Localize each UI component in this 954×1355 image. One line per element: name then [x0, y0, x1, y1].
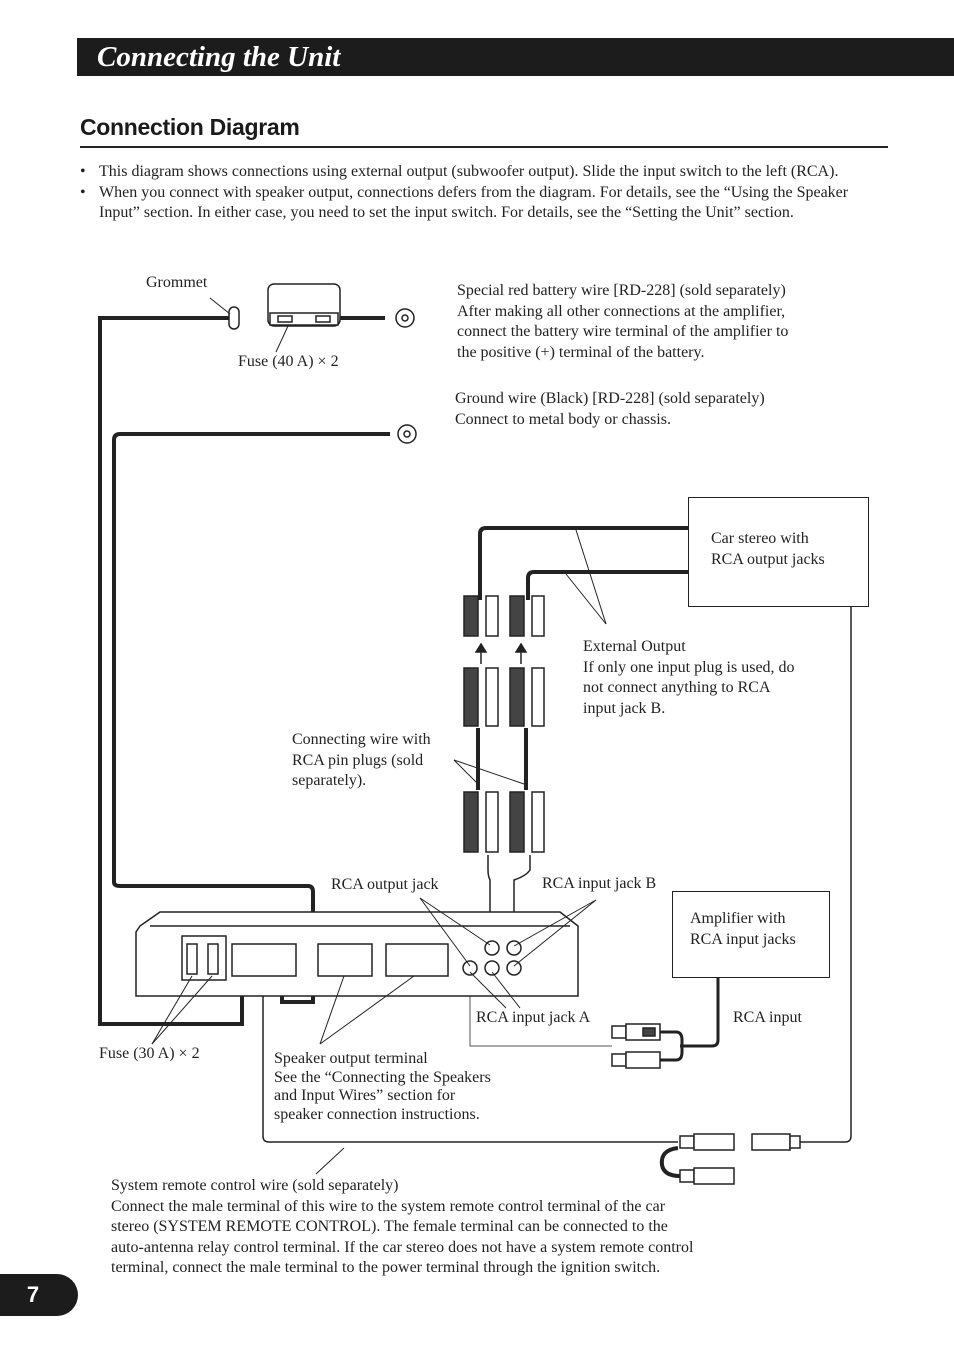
bullet-symbol: •	[80, 183, 86, 201]
note-line: stereo (SYSTEM REMOTE CONTROL). The fema…	[111, 1218, 668, 1235]
battery-wire-note: Special red battery wire [RD-228] (sold …	[457, 281, 788, 363]
ground-wire-note: Ground wire (Black) [RD-228] (sold separ…	[455, 389, 765, 430]
rca-cable-to-jack-a	[487, 855, 491, 935]
note-line: auto-antenna relay control terminal. If …	[111, 1238, 694, 1256]
bullet-item: • When you connect with speaker output, c…	[80, 183, 888, 224]
page-number-tab: 7	[0, 1274, 78, 1316]
external-output-note: External Output If only one input plug i…	[583, 637, 795, 719]
note-line: speaker connection instructions.	[274, 1105, 480, 1123]
note-line: Special red battery wire [RD-228] (sold …	[457, 282, 786, 299]
page-number: 7	[26, 1282, 40, 1307]
remote-female-lead	[659, 1146, 681, 1178]
note-line: input jack B.	[583, 699, 666, 717]
note-line: Amplifier with	[690, 910, 786, 927]
rca-plugs-bottom	[463, 791, 545, 853]
ground-wire	[112, 432, 390, 1004]
section-title: Connection Diagram	[80, 114, 300, 140]
battery-ring-terminal	[395, 308, 415, 328]
ground-ring-terminal	[397, 424, 417, 444]
note-line: RCA input jacks	[690, 930, 796, 948]
amp-rca-cable	[680, 978, 720, 1048]
amp-rca-plugs	[611, 1023, 684, 1069]
rca-output-jack-label: RCA output jack	[331, 876, 439, 893]
note-line: After making all other connections at th…	[457, 302, 786, 320]
note-line: If only one input plug is used, do	[583, 658, 795, 676]
grommet-icon	[228, 306, 240, 330]
jack-a-guide	[469, 985, 612, 1047]
intro-bullet-list: • This diagram shows connections using ex…	[80, 162, 888, 224]
note-line: Ground wire (Black) [RD-228] (sold separ…	[455, 390, 765, 407]
note-line: Connect the male terminal of this wire t…	[111, 1197, 666, 1215]
bullet-text: When you connect with speaker output, co…	[99, 183, 849, 222]
rca-input-jack-b-label: RCA input jack B	[542, 875, 657, 892]
note-line: See the “Connecting the Speakers	[274, 1068, 491, 1086]
note-line: separately).	[292, 772, 367, 789]
battery-wire	[98, 316, 244, 1026]
car-stereo-label: Car stereo with RCA output jacks	[711, 529, 825, 570]
header-bar: Connecting the Unit	[77, 38, 954, 76]
rca-input-jack-a-label: RCA input jack A	[476, 1009, 591, 1026]
amplifier-unit	[135, 911, 579, 997]
note-line: External Output	[583, 638, 686, 655]
rca-input-label: RCA input	[733, 1009, 802, 1026]
amplifier-label: Amplifier with RCA input jacks	[690, 909, 796, 950]
rca-cable-lower	[526, 570, 690, 600]
leader-lines	[151, 297, 607, 1175]
remote-wire-note: System remote control wire (sold separat…	[111, 1176, 693, 1279]
remote-wire	[262, 970, 678, 1143]
grommet-label: Grommet	[146, 274, 208, 291]
fuse-30a-label: Fuse (30 A) × 2	[99, 1045, 200, 1062]
speaker-terminal-note: Speaker output terminal See the “Connect…	[274, 1050, 491, 1124]
rca-plugs-top	[463, 595, 545, 637]
remote-terminals	[679, 1133, 801, 1185]
note-line: RCA output jacks	[711, 550, 825, 568]
car-stereo-box: Car stereo with RCA output jacks	[688, 497, 869, 607]
note-line: Connect to metal body or chassis.	[455, 410, 671, 428]
note-line: RCA pin plugs (sold	[292, 751, 424, 769]
note-line: Car stereo with	[711, 530, 809, 547]
note-line: Speaker output terminal	[274, 1050, 428, 1067]
bullet-symbol: •	[80, 163, 86, 180]
note-line: the positive (+) terminal of the battery…	[457, 343, 705, 361]
bullet-item: • This diagram shows connections using ex…	[80, 162, 888, 183]
rca-plugs-mid	[463, 667, 545, 727]
note-line: connect the battery wire terminal of the…	[457, 323, 789, 340]
fuse-40a-holder	[267, 283, 341, 327]
remote-wire-right	[800, 606, 852, 1143]
amplifier-box: Amplifier with RCA input jacks	[672, 891, 830, 978]
note-line: terminal, connect the male terminal to t…	[111, 1259, 661, 1276]
rca-cable-upper	[478, 526, 690, 600]
rca-cable-to-jack-b	[513, 855, 531, 935]
connecting-wire-note: Connecting wire with RCA pin plugs (sold…	[292, 730, 431, 792]
bullet-text: This diagram shows connections using ext…	[99, 163, 839, 180]
note-line: System remote control wire (sold separat…	[111, 1177, 399, 1194]
note-line: Connecting wire with	[292, 731, 431, 748]
note-line: not connect anything to RCA	[583, 679, 771, 696]
note-line: and Input Wires” section for	[274, 1087, 456, 1104]
section-divider	[80, 146, 888, 148]
page-header-title: Connecting the Unit	[97, 41, 341, 73]
fuse-40a-label: Fuse (40 A) × 2	[238, 353, 339, 370]
insert-arrows	[474, 642, 528, 664]
